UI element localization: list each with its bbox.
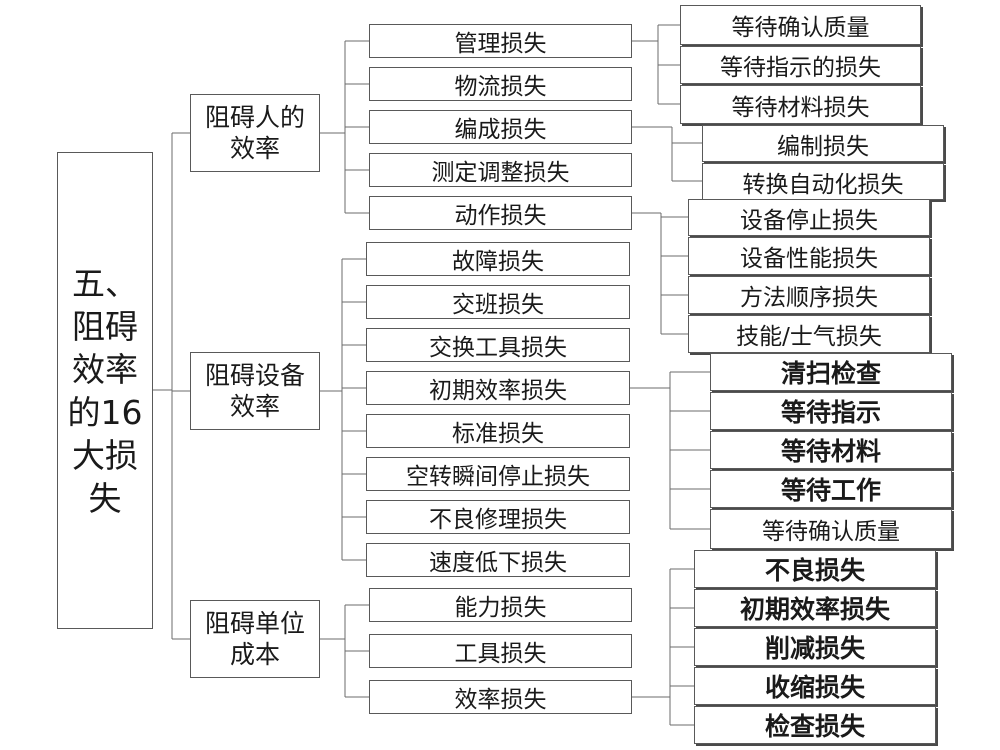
category-label: 阻碍设备效率 bbox=[204, 361, 305, 421]
sub-label: 转换自动化损失 bbox=[742, 171, 904, 198]
sub-equipment-stop-loss: 设备停止损失 bbox=[688, 199, 930, 236]
sub-label: 等待指示的损失 bbox=[720, 55, 881, 81]
sub-label: 收缩损失 bbox=[764, 673, 865, 702]
root-box: 五、阻碍效率的16大损失 bbox=[57, 152, 153, 629]
item-formation-loss: 编成损失 bbox=[369, 110, 632, 144]
category-people-efficiency: 阻碍人的效率 bbox=[190, 94, 320, 172]
sub-method-sequence-loss: 方法顺序损失 bbox=[688, 276, 930, 314]
sub-cleaning-inspection: 清扫检查 bbox=[710, 353, 952, 391]
item-label: 初期效率损失 bbox=[429, 378, 567, 404]
sub-label: 技能/士气损失 bbox=[736, 324, 882, 350]
item-idle-stop-loss: 空转瞬间停止损失 bbox=[366, 457, 630, 491]
item-label: 管理损失 bbox=[454, 31, 547, 57]
item-defect-repair-loss: 不良修理损失 bbox=[366, 500, 630, 534]
item-tooling-loss: 工具损失 bbox=[369, 634, 632, 668]
sub-label: 等待工作 bbox=[780, 476, 881, 505]
sub-skill-morale-loss: 技能/士气损失 bbox=[688, 315, 930, 353]
sub-label: 不良损失 bbox=[764, 556, 865, 585]
item-label: 标准损失 bbox=[452, 421, 544, 447]
sub-label: 清扫检查 bbox=[780, 359, 881, 388]
item-initial-efficiency-loss: 初期效率损失 bbox=[366, 371, 630, 405]
sub-label: 编制损失 bbox=[777, 133, 869, 160]
sub-wait-material: 等待材料 bbox=[710, 431, 952, 469]
item-label: 物流损失 bbox=[454, 74, 547, 100]
item-breakdown-loss: 故障损失 bbox=[366, 242, 630, 276]
item-label: 速度低下损失 bbox=[429, 550, 567, 576]
sub-shrinkage-loss: 收缩损失 bbox=[694, 667, 936, 705]
sub-inspection-loss: 检查损失 bbox=[694, 706, 936, 744]
sub-equipment-performance-loss: 设备性能损失 bbox=[688, 237, 930, 275]
sub-wait-material-loss: 等待材料损失 bbox=[680, 85, 921, 124]
item-label: 工具损失 bbox=[454, 641, 547, 667]
sub-wait-quality-confirm-2: 等待确认质量 bbox=[710, 509, 952, 549]
category-label: 阻碍人的效率 bbox=[204, 103, 305, 163]
item-measure-adjust-loss: 测定调整损失 bbox=[369, 153, 632, 187]
item-management-loss: 管理损失 bbox=[369, 24, 632, 58]
category-equipment-efficiency: 阻碍设备效率 bbox=[190, 352, 320, 430]
category-unit-cost: 阻碍单位成本 bbox=[190, 600, 320, 678]
item-motion-loss: 动作损失 bbox=[369, 196, 632, 230]
sub-initial-efficiency-loss: 初期效率损失 bbox=[694, 589, 936, 627]
sub-defect-loss: 不良损失 bbox=[694, 550, 936, 588]
sub-label: 设备停止损失 bbox=[740, 207, 878, 234]
item-label: 效率损失 bbox=[454, 687, 547, 713]
category-label: 阻碍单位成本 bbox=[204, 609, 305, 669]
item-label: 能力损失 bbox=[454, 595, 547, 621]
item-label: 动作损失 bbox=[454, 203, 547, 229]
sub-compile-loss: 编制损失 bbox=[702, 125, 944, 162]
item-capacity-loss: 能力损失 bbox=[369, 588, 632, 622]
item-speed-loss: 速度低下损失 bbox=[366, 543, 630, 577]
sub-label: 等待材料 bbox=[780, 437, 881, 466]
sub-label: 初期效率损失 bbox=[739, 595, 890, 624]
sub-wait-instruction-loss: 等待指示的损失 bbox=[680, 46, 921, 84]
sub-reduction-loss: 削减损失 bbox=[694, 628, 936, 666]
item-label: 交换工具损失 bbox=[429, 335, 567, 361]
item-label: 不良修理损失 bbox=[429, 507, 567, 533]
sub-label: 设备性能损失 bbox=[740, 246, 878, 272]
sub-automation-switch-loss: 转换自动化损失 bbox=[702, 163, 944, 200]
item-shift-change-loss: 交班损失 bbox=[366, 285, 630, 319]
sub-label: 削减损失 bbox=[764, 634, 865, 663]
sub-wait-instruction: 等待指示 bbox=[710, 392, 952, 430]
item-label: 交班损失 bbox=[452, 292, 544, 318]
item-label: 空转瞬间停止损失 bbox=[406, 464, 590, 490]
sub-label: 等待材料损失 bbox=[731, 94, 870, 121]
root-title: 五、阻碍效率的16大损失 bbox=[67, 263, 143, 518]
item-tool-change-loss: 交换工具损失 bbox=[366, 328, 630, 362]
sub-wait-work: 等待工作 bbox=[710, 470, 952, 508]
sub-label: 等待指示 bbox=[780, 398, 881, 427]
item-label: 测定调整损失 bbox=[431, 160, 570, 186]
sub-label: 等待确认质量 bbox=[731, 15, 870, 41]
item-label: 故障损失 bbox=[452, 249, 544, 275]
item-efficiency-loss: 效率损失 bbox=[369, 680, 632, 714]
sub-label: 方法顺序损失 bbox=[740, 285, 878, 311]
item-label: 编成损失 bbox=[454, 117, 547, 143]
item-logistics-loss: 物流损失 bbox=[369, 67, 632, 101]
sub-wait-quality-confirm: 等待确认质量 bbox=[680, 5, 921, 45]
sub-label: 等待确认质量 bbox=[762, 519, 900, 545]
item-standard-loss: 标准损失 bbox=[366, 414, 630, 448]
sub-label: 检查损失 bbox=[764, 712, 865, 741]
